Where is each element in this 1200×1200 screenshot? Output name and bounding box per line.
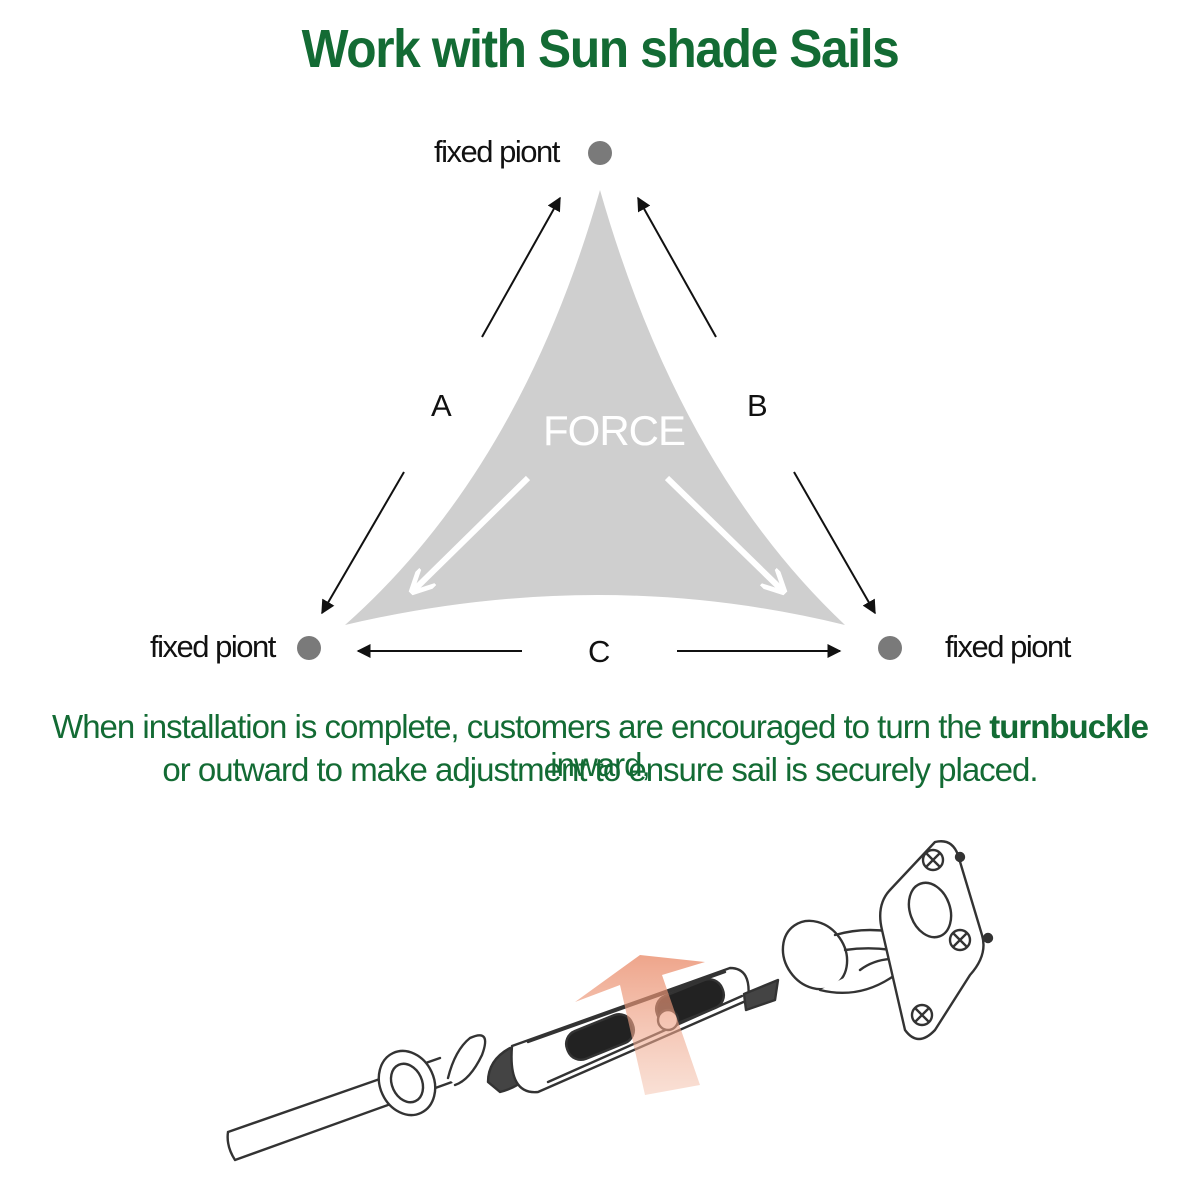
edge-label-c: C bbox=[588, 634, 611, 669]
fixed-point-right bbox=[878, 636, 902, 660]
arrow-a-up bbox=[481, 196, 561, 338]
instruction-line-1: When installation is complete, customers… bbox=[0, 708, 1200, 784]
arrow-b-down bbox=[793, 471, 876, 615]
fixed-point-left bbox=[297, 636, 321, 660]
fixed-point-top bbox=[588, 141, 612, 165]
fixed-point-left-label: fixed piont bbox=[150, 629, 276, 664]
pad-eye-plate bbox=[879, 840, 985, 1041]
shade-sail bbox=[345, 190, 845, 625]
instruction-text: When installation is complete, customers… bbox=[52, 708, 982, 745]
edge-label-b: B bbox=[747, 388, 768, 423]
force-label: FORCE bbox=[543, 407, 686, 454]
instruction-text-end: inward, bbox=[550, 746, 650, 783]
arrow-a-down bbox=[321, 471, 405, 615]
page-title: Work with Sun shade Sails bbox=[301, 19, 900, 79]
instruction-line-2: or outward to make adjustment to ensure … bbox=[162, 751, 1038, 788]
edge-label-a: A bbox=[431, 388, 452, 423]
arrow-b-up bbox=[637, 196, 717, 338]
rotation-arrow bbox=[575, 955, 705, 1095]
fixed-point-top-label: fixed piont bbox=[434, 134, 560, 169]
force-arrow-left bbox=[414, 475, 531, 590]
turnbuckle-emphasis: turnbuckle bbox=[989, 708, 1149, 745]
fixed-point-right-label: fixed piont bbox=[945, 629, 1071, 664]
rope-thimble bbox=[377, 1049, 437, 1117]
force-arrow-right bbox=[664, 475, 782, 590]
hook-left bbox=[446, 1034, 487, 1087]
